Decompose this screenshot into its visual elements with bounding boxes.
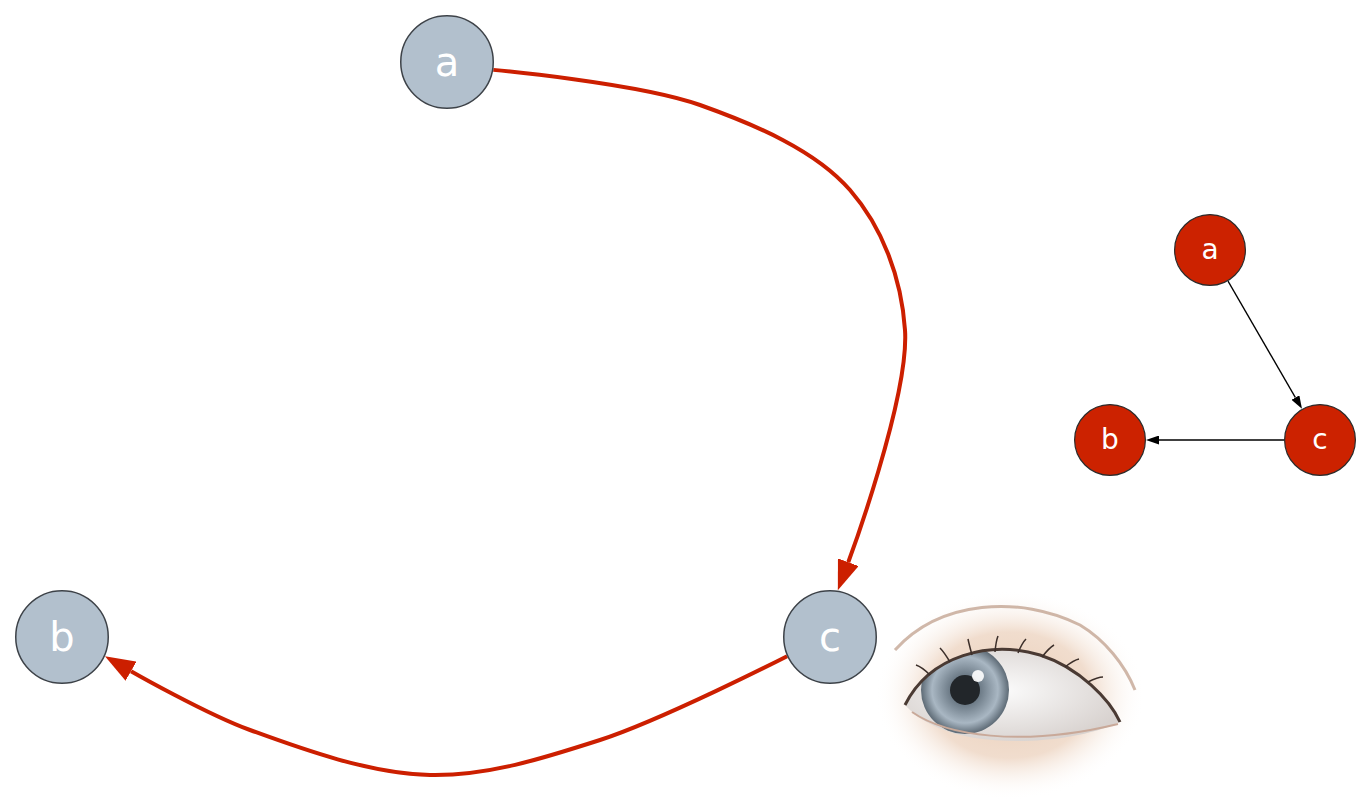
graph-node: b	[15, 590, 109, 684]
node-label: c	[1312, 425, 1327, 456]
iris	[921, 646, 1009, 734]
arrow-connector	[1159, 439, 1284, 440]
upper-lid	[905, 649, 1120, 722]
node-label: c	[819, 615, 841, 659]
node-label: a	[435, 40, 460, 84]
graph-node: c	[1284, 404, 1356, 476]
graph-node: a	[400, 15, 494, 109]
node-outline	[401, 16, 494, 109]
graph-node: a	[1174, 214, 1246, 286]
node-outline	[16, 591, 109, 684]
graph-node: b	[1074, 404, 1146, 476]
node-label: b	[1101, 425, 1119, 456]
lower-lid	[912, 712, 1118, 737]
node-outline	[1175, 215, 1246, 286]
arrow-connector	[493, 70, 905, 562]
graph-node: c	[783, 590, 877, 684]
node-label: b	[49, 615, 74, 659]
node-outline	[784, 591, 877, 684]
eyelashes	[916, 636, 1103, 682]
skin	[875, 590, 1145, 800]
arrow-connector	[131, 656, 787, 775]
node-label: a	[1201, 235, 1218, 266]
arrow-connector	[1228, 281, 1295, 397]
node-outline	[1285, 405, 1356, 476]
highlight	[972, 670, 984, 682]
node-outline	[1075, 405, 1146, 476]
